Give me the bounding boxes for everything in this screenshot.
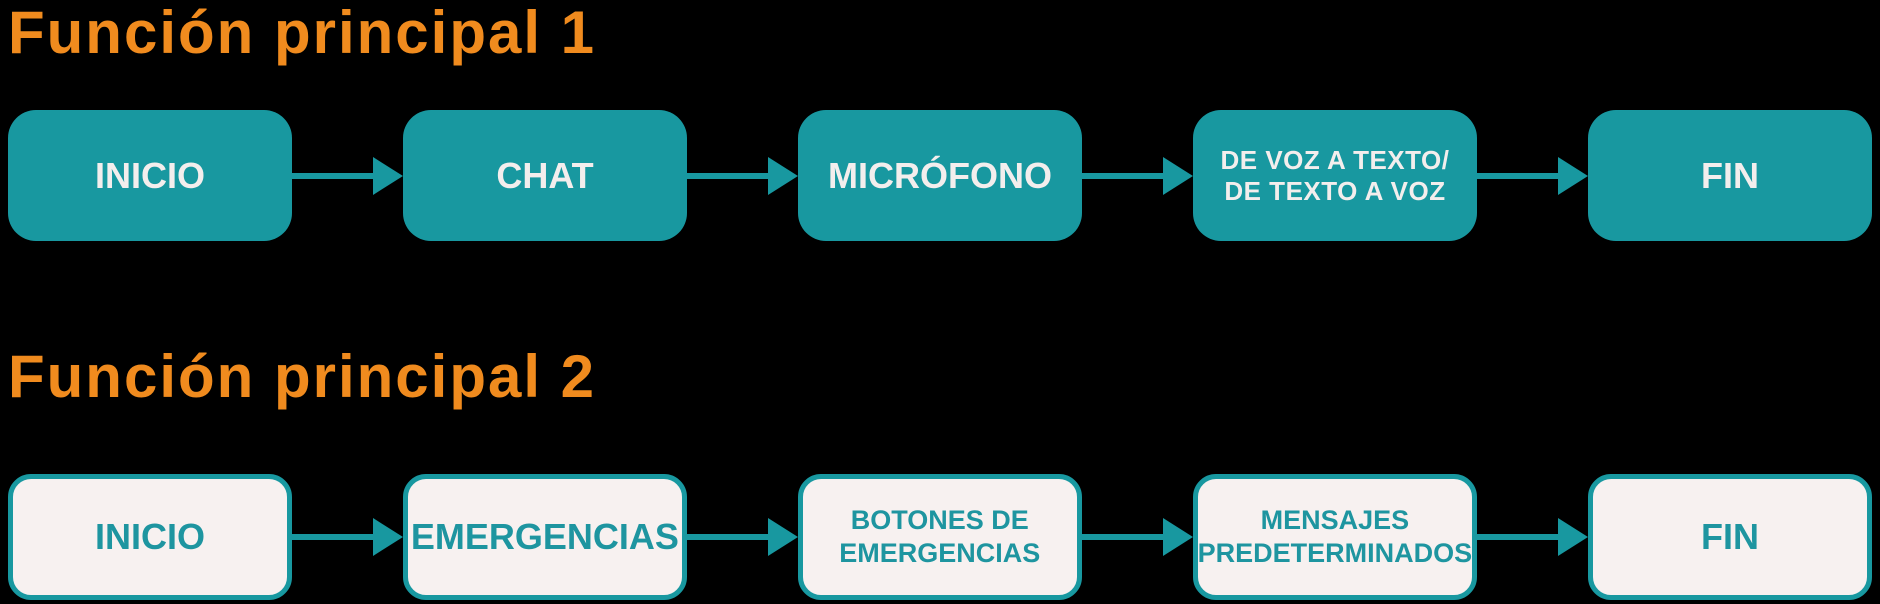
arrow-shaft — [1081, 534, 1163, 540]
flow-node-botones-emergencias: BOTONES DE EMERGENCIAS — [797, 474, 1082, 600]
arrow-right-icon — [292, 110, 403, 241]
flow-node-mensajes-predeterminados: MENSAJES PREDETERMINADOS — [1192, 474, 1478, 600]
arrow-right-icon — [686, 474, 798, 600]
flow-node-label: FIN — [1701, 516, 1760, 557]
flow-row-2: INICIO EMERGENCIAS BOTONES DE EMERGENCIA… — [8, 474, 1873, 600]
arrow-head — [767, 518, 798, 556]
arrow-right-icon — [1082, 110, 1193, 241]
flow-node-emergencias: EMERGENCIAS — [402, 474, 687, 600]
flow-node-label: CHAT — [496, 154, 594, 196]
flow-node-label-line2: DE TEXTO A VOZ — [1224, 175, 1446, 206]
arrow-shaft — [1477, 172, 1558, 179]
flow-node-label-line1: DE VOZ A TEXTO/ — [1220, 144, 1450, 175]
arrow-head — [768, 156, 798, 195]
arrow-head — [1558, 156, 1588, 195]
flow-node-label-line2: PREDETERMINADOS — [1197, 538, 1473, 568]
flow-node-inicio-1: INICIO — [8, 110, 292, 241]
arrow-right-icon — [292, 474, 403, 600]
arrow-head — [1162, 518, 1193, 556]
arrow-shaft — [292, 172, 373, 179]
flow-node-fin-2: FIN — [1588, 474, 1873, 600]
arrow-head — [373, 156, 403, 195]
arrow-right-icon — [1477, 474, 1589, 600]
flow-node-label-line1: MENSAJES — [1260, 505, 1410, 535]
arrow-shaft — [1477, 534, 1559, 540]
flow-node-fin-1: FIN — [1588, 110, 1872, 241]
flow-node-label: FIN — [1701, 154, 1759, 196]
flow-row-1: INICIO CHAT MICRÓFONO DE VOZ A TEXTO/ DE… — [8, 110, 1872, 241]
flow-node-label: INICIO — [94, 154, 205, 196]
arrow-shaft — [1082, 172, 1163, 179]
flow-node-label: EMERGENCIAS — [410, 516, 679, 557]
arrow-right-icon — [1477, 110, 1588, 241]
arrow-right-icon — [1081, 474, 1193, 600]
section-2-heading: Función principal 2 — [8, 343, 597, 410]
flow-node-chat: CHAT — [403, 110, 687, 241]
arrow-head — [1163, 156, 1193, 195]
flow-node-voz-texto: DE VOZ A TEXTO/ DE TEXTO A VOZ — [1193, 110, 1477, 241]
flow-node-label-line1: BOTONES DE — [850, 505, 1029, 535]
flow-node-label: MICRÓFONO — [828, 154, 1052, 196]
arrow-head — [1558, 518, 1589, 556]
arrow-right-icon — [687, 110, 798, 241]
section-1-heading: Función principal 1 — [8, 0, 597, 66]
arrow-head — [372, 518, 403, 556]
arrow-shaft — [687, 172, 768, 179]
arrow-shaft — [292, 534, 373, 540]
flow-node-microfono: MICRÓFONO — [798, 110, 1082, 241]
flow-node-label-line2: EMERGENCIAS — [839, 538, 1041, 568]
flow-node-label: INICIO — [94, 516, 205, 557]
arrow-shaft — [686, 534, 768, 540]
flow-node-inicio-2: INICIO — [8, 474, 292, 600]
